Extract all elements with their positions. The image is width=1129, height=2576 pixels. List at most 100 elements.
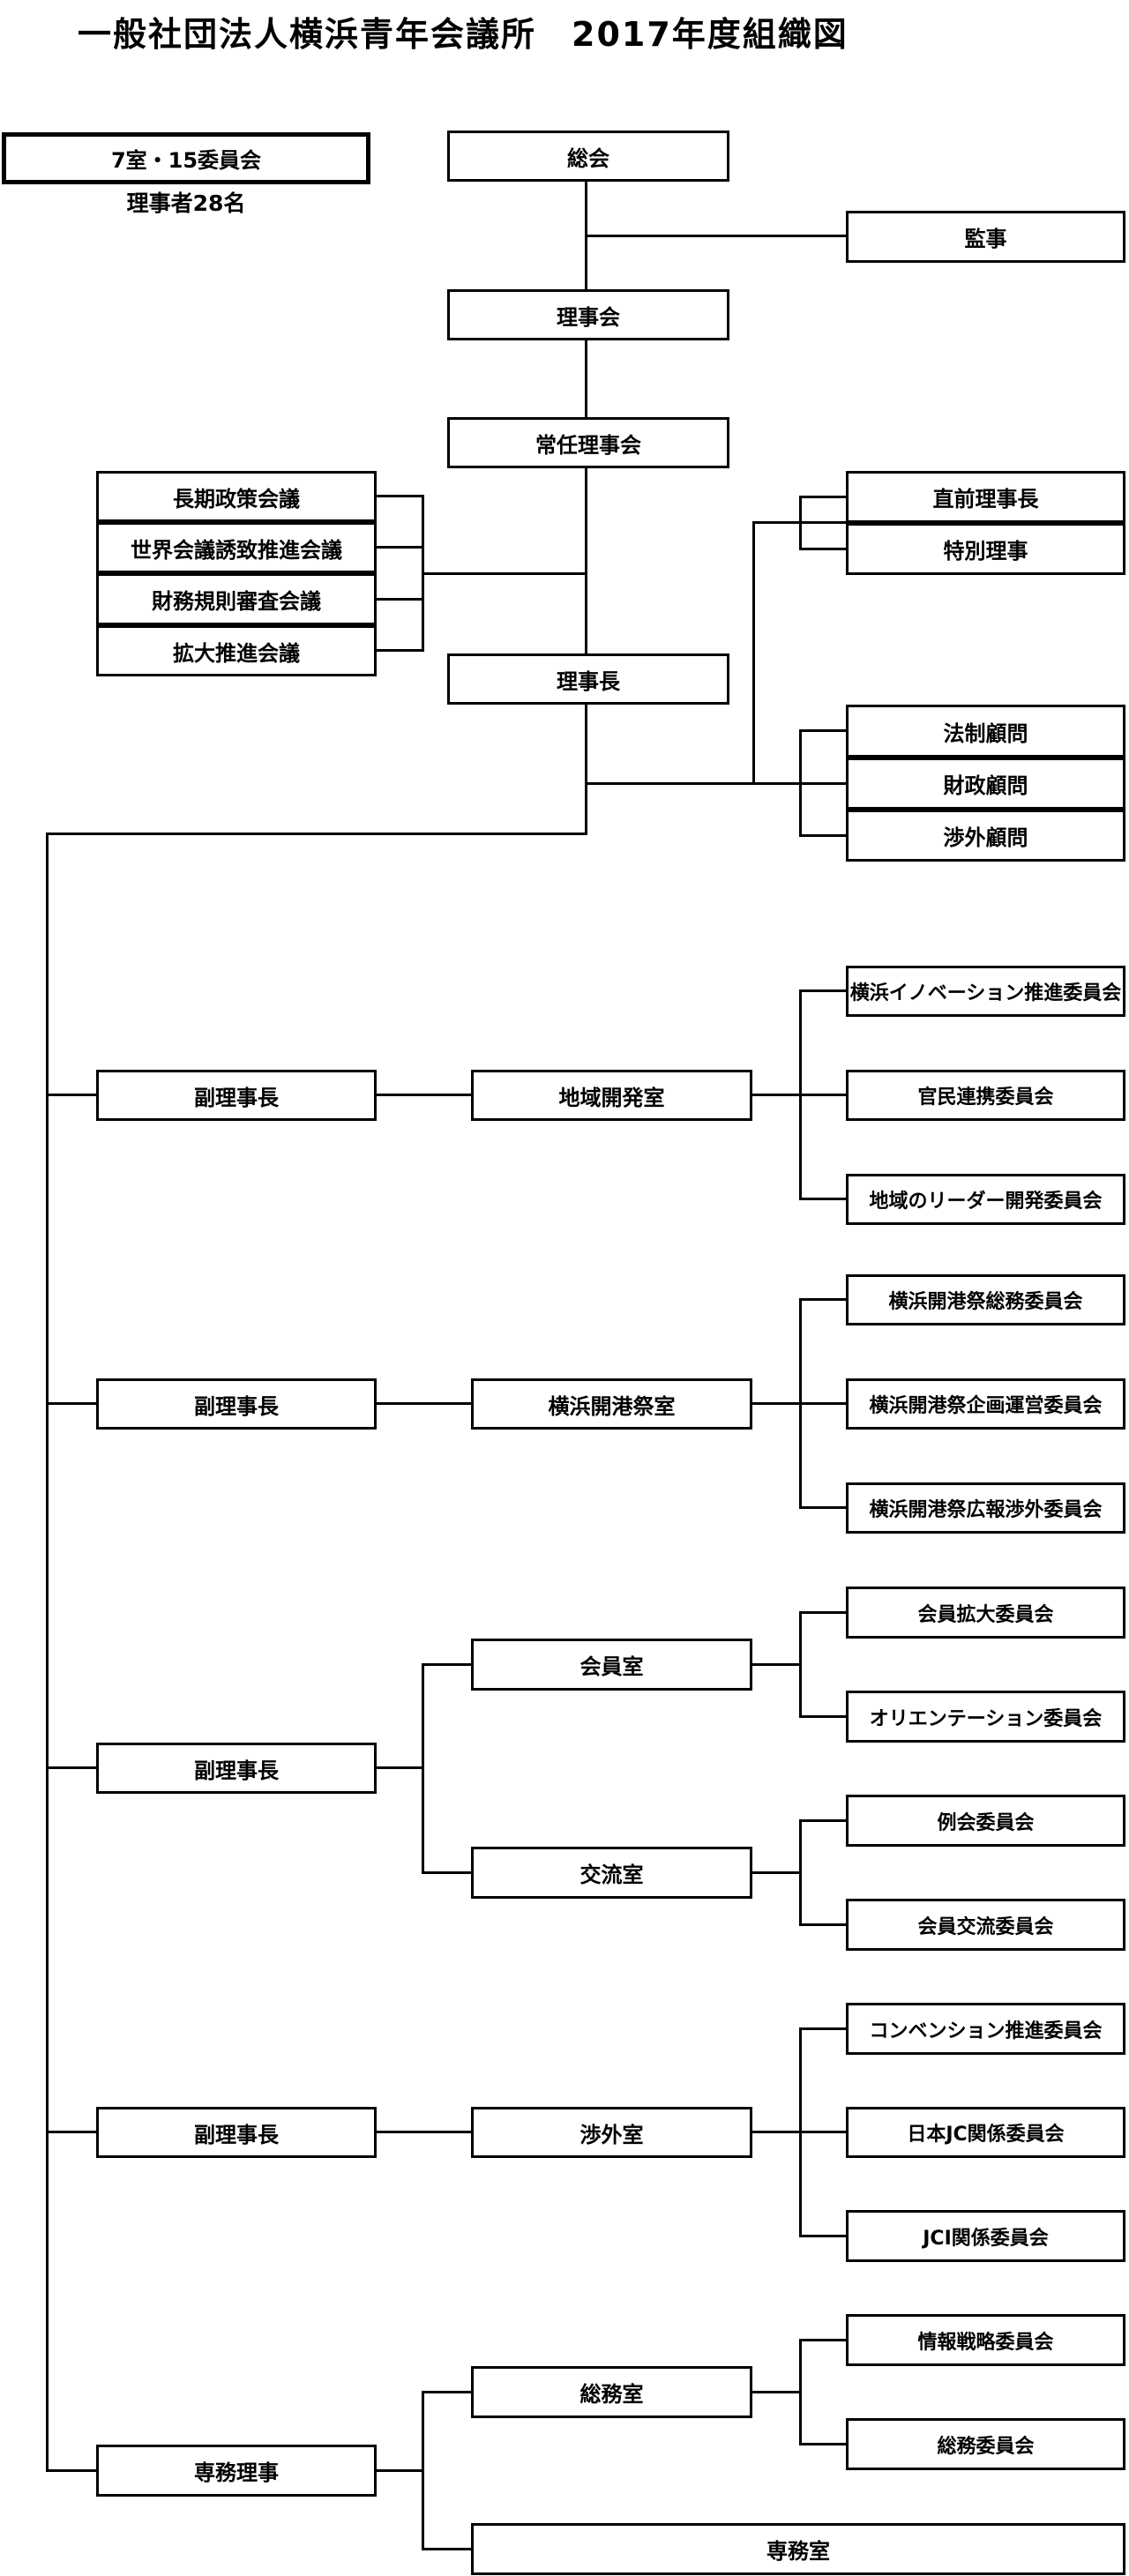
room-somu: 総務室: [471, 2366, 752, 2418]
connector-senior-stub-2: [799, 548, 846, 550]
connector-jonin-rijicho: [585, 468, 587, 653]
node-president: 理事長: [447, 653, 729, 705]
connector-split-koryu: [422, 1871, 471, 1874]
node-general-meeting: 総会: [447, 131, 729, 182]
room-kaikosai: 横浜開港祭室: [471, 1378, 752, 1430]
connector-room-committees-koryu: [752, 1871, 802, 1874]
connector-advisors-bracket: [799, 729, 802, 837]
leader-vice-president-4: 副理事長: [96, 2107, 377, 2158]
connector-council-trunk: [422, 572, 587, 575]
connector-stub-somu-c1: [799, 2339, 846, 2341]
connector-left-rail: [46, 833, 49, 2472]
council-choki-seisaku: 長期政策会議: [96, 471, 377, 522]
leader-senmu-riji: 専務理事: [96, 2445, 377, 2497]
connector-split-somu: [422, 2391, 471, 2393]
connector-stub-kaiin-c1: [799, 1611, 846, 1614]
connector-stub-g1c1: [799, 989, 846, 992]
connector-leader-room-g4: [377, 2131, 471, 2133]
committee-kaiin-kakudai: 会員拡大委員会: [846, 1587, 1125, 1639]
connector-room-committees-somu: [752, 2391, 802, 2393]
node-board: 理事会: [447, 289, 729, 340]
committee-kaiin-koryu: 会員交流委員会: [846, 1899, 1125, 1951]
connector-bracket-somu: [799, 2339, 802, 2445]
connector-stub-somu-c2: [799, 2443, 846, 2445]
connector-council-stub-4: [377, 649, 424, 652]
committee-reikai: 例会委員会: [846, 1795, 1125, 1847]
committee-kaikosai-somu: 横浜開港祭総務委員会: [846, 1274, 1125, 1325]
council-zaimu-kisoku: 財務規則審査会議: [96, 573, 377, 625]
room-chiiki-kaihatsu: 地域開発室: [471, 1070, 752, 1121]
connector-advisor-stub-3: [799, 834, 846, 837]
leader-vice-president-2: 副理事長: [96, 1378, 377, 1430]
connector-bracket-g1: [799, 989, 802, 1200]
advisor-hosei-komon: 法制顧問: [846, 705, 1125, 758]
connector-leader-split-g3: [377, 1766, 424, 1769]
connector-bracket-koryu: [799, 1819, 802, 1926]
advisor-tokubetsu-riji: 特別理事: [846, 523, 1125, 575]
connector-advisors-trunk: [585, 782, 846, 785]
connector-rijikai-jonin: [585, 340, 587, 417]
leader-vice-president-1: 副理事長: [96, 1070, 377, 1121]
connector-stub-koryu-c1: [799, 1819, 846, 1822]
committee-kaikosai-kikaku: 横浜開港祭企画運営委員会: [846, 1378, 1125, 1430]
connector-bracket-kaiin: [799, 1611, 802, 1718]
connector-stub-koryu-c2: [799, 1923, 846, 1926]
advisor-shogai-komon: 渉外顧問: [846, 810, 1125, 862]
connector-president-drop: [585, 705, 587, 834]
node-standing-board: 常任理事会: [447, 417, 729, 468]
connector-rail-stub-g1: [46, 1094, 96, 1096]
connector-leader-room-g1: [377, 1094, 471, 1096]
connector-rail-stub-g2: [46, 1402, 96, 1405]
page-title: 一般社団法人横浜青年会議所 2017年度組織図: [78, 15, 849, 54]
connector-leader-room-g2: [377, 1402, 471, 1405]
room-koryu: 交流室: [471, 1847, 752, 1899]
connector-bracket-g4: [799, 2027, 802, 2237]
committee-nihon-jc: 日本JC関係委員会: [846, 2107, 1125, 2158]
council-kakudai-suishin: 拡大推進会議: [96, 625, 377, 676]
committee-joho-senryaku: 情報戦略委員会: [846, 2314, 1125, 2366]
committee-convention: コンベンション推進委員会: [846, 2003, 1125, 2055]
connector-rail-stub-g4: [46, 2131, 96, 2133]
node-auditor: 監事: [846, 211, 1125, 263]
committee-kaikosai-koho: 横浜開港祭広報渉外委員会: [846, 1482, 1125, 1534]
leader-vice-president-3: 副理事長: [96, 1743, 377, 1794]
connector-rail-stub-g3: [46, 1766, 96, 1769]
connector-leader-split-g5: [377, 2469, 424, 2472]
connector-senior-stub-1: [799, 496, 846, 498]
connector-rail-stub-g5: [46, 2469, 96, 2472]
committee-chiiki-leader: 地域のリーダー開発委員会: [846, 1174, 1125, 1225]
connector-council-stub-3: [377, 598, 424, 601]
connector-trunk-horizontal: [46, 833, 587, 835]
connector-stub-g4c1: [799, 2027, 846, 2030]
council-sekai-kaigi-yuchi: 世界会議誘致推進会議: [96, 522, 377, 573]
legend-box: 7室・15委員会: [2, 132, 370, 184]
connector-auditor: [585, 235, 846, 237]
connector-stub-g1c3: [799, 1198, 846, 1200]
advisor-chokuzen-rijicho: 直前理事長: [846, 471, 1125, 523]
connector-stub-kaiin-c2: [799, 1715, 846, 1718]
connector-stub-g4c3: [799, 2235, 846, 2237]
connector-split-senmu: [422, 2548, 471, 2550]
connector-advisor-stub-1: [799, 729, 846, 732]
room-kaiin: 会員室: [471, 1639, 752, 1691]
advisor-zaisei-komon: 財政顧問: [846, 758, 1125, 810]
connector-stub-g2c1: [799, 1298, 846, 1301]
committee-orientation: オリエンテーション委員会: [846, 1691, 1125, 1743]
connector-council-stub-2: [377, 546, 424, 549]
room-senmu: 専務室: [471, 2523, 1125, 2575]
committee-jci: JCI関係委員会: [846, 2210, 1125, 2262]
connector-splitter-g5: [422, 2391, 424, 2550]
legend-note: 理事者28名: [126, 190, 246, 216]
connector-senior-link: [752, 521, 846, 524]
committee-somu: 総務委員会: [846, 2418, 1125, 2470]
committee-yokohama-innovation: 横浜イノベーション推進委員会: [846, 966, 1125, 1017]
connector-stub-g2c3: [799, 1506, 846, 1509]
connector-room-committees-kaiin: [752, 1663, 802, 1666]
connector-splitter-g3: [422, 1663, 424, 1874]
connector-split-kaiin: [422, 1663, 471, 1666]
connector-senior-drop: [752, 521, 755, 785]
committee-kanmin-renkei: 官民連携委員会: [846, 1070, 1125, 1121]
connector-council-stub-1: [377, 495, 424, 497]
connector-bracket-g2: [799, 1298, 802, 1509]
room-shogai: 渉外室: [471, 2107, 752, 2158]
